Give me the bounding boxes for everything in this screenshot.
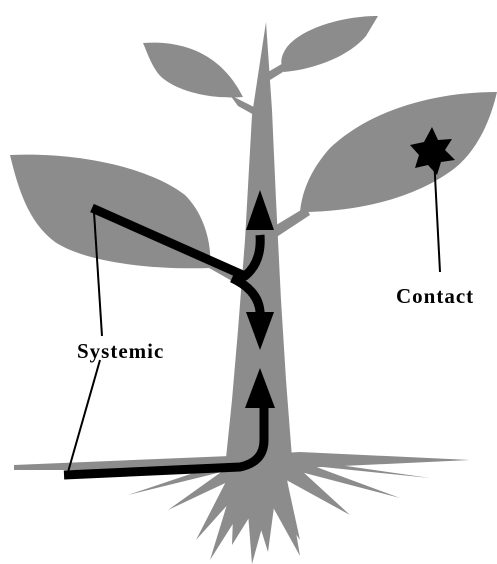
contact-label: Contact: [396, 284, 474, 309]
systemic-leader-line-lower: [68, 360, 100, 472]
leaf-right: [300, 92, 497, 212]
leaf-top-right: [281, 16, 378, 72]
leaf-top-left: [143, 43, 243, 98]
systemic-label: Systemic: [77, 339, 164, 364]
petiole-top-left: [230, 95, 256, 116]
